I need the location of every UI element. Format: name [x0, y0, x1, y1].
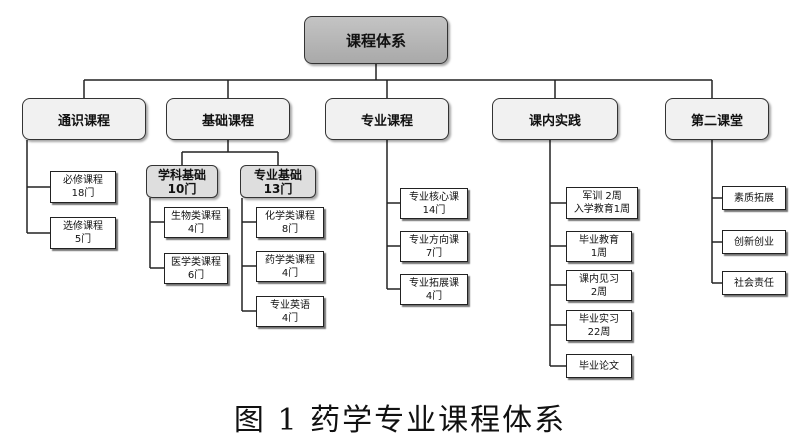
category-practice: 课内实践: [492, 98, 618, 140]
category-practice-label: 课内实践: [528, 113, 581, 129]
course-direction: 专业方向课 7门: [400, 231, 468, 262]
practice-military-training: 军训 2周 入学教育1周: [566, 187, 638, 219]
practice-observation-weeks: 2周: [590, 286, 608, 298]
course-pharmacy-name: 药学类课程: [265, 254, 315, 266]
course-medicine-count: 6门: [187, 269, 205, 281]
practice-grad-edu-name: 毕业教育: [579, 234, 619, 246]
subgroup-major-basics: 专业基础 13门: [240, 165, 316, 198]
course-core-name: 专业核心课: [409, 191, 459, 203]
course-biology-name: 生物类课程: [171, 210, 221, 222]
course-core: 专业核心课 14门: [400, 188, 468, 219]
category-second-label: 第二课堂: [690, 113, 743, 129]
practice-internship-name: 毕业实习: [579, 313, 619, 325]
category-general: 通识课程: [22, 98, 146, 140]
course-extension-count: 4门: [425, 290, 443, 302]
practice-observation-name: 课内见习: [579, 273, 619, 285]
practice-grad-edu-weeks: 1周: [590, 247, 608, 259]
practice-internship-weeks: 22周: [587, 326, 611, 338]
practice-observation: 课内见习 2周: [566, 270, 632, 301]
course-medicine-name: 医学类课程: [171, 256, 221, 268]
subgroup-subject-basics: 学科基础 10门: [146, 165, 218, 198]
course-medicine: 医学类课程 6门: [164, 253, 228, 284]
second-quality-expansion: 素质拓展: [722, 186, 786, 210]
category-second-classroom: 第二课堂: [665, 98, 769, 140]
course-english: 专业英语 4门: [256, 296, 324, 327]
course-direction-name: 专业方向课: [409, 234, 459, 246]
second-quality-name: 素质拓展: [734, 192, 774, 204]
second-innovation-name: 创新创业: [734, 236, 774, 248]
course-required: 必修课程 18门: [50, 171, 116, 203]
course-chemistry-count: 8门: [281, 223, 299, 235]
course-elective-name: 选修课程: [63, 221, 103, 232]
second-innovation: 创新创业: [722, 230, 786, 254]
category-major: 专业课程: [325, 98, 449, 140]
second-social-name: 社会责任: [734, 277, 774, 289]
figure-caption: 图 1 药学专业课程体系: [233, 403, 567, 438]
second-social-responsibility: 社会责任: [722, 271, 786, 295]
course-elective-count: 5门: [74, 234, 92, 245]
root-label: 课程体系: [345, 31, 406, 50]
course-elective: 选修课程 5门: [50, 217, 116, 249]
course-english-name: 专业英语: [270, 299, 310, 311]
practice-internship: 毕业实习 22周: [566, 310, 632, 341]
course-required-name: 必修课程: [63, 175, 103, 186]
course-biology: 生物类课程 4门: [164, 207, 228, 238]
course-required-count: 18门: [71, 188, 95, 199]
category-major-label: 专业课程: [360, 113, 413, 129]
category-foundation-label: 基础课程: [201, 113, 254, 129]
course-direction-count: 7门: [425, 247, 443, 259]
category-general-label: 通识课程: [57, 113, 110, 129]
subgroup-subject-label: 学科基础: [157, 167, 206, 182]
root-node: 课程体系: [304, 16, 448, 64]
course-english-count: 4门: [281, 312, 299, 324]
practice-thesis: 毕业论文: [566, 354, 632, 378]
subgroup-subject-count: 10门: [167, 181, 197, 196]
category-foundation: 基础课程: [166, 98, 290, 140]
course-core-count: 14门: [422, 204, 446, 216]
practice-military-line2: 入学教育1周: [573, 204, 631, 215]
course-pharmacy: 药学类课程 4门: [256, 251, 324, 282]
course-extension-name: 专业拓展课: [409, 277, 459, 289]
practice-thesis-name: 毕业论文: [579, 360, 619, 372]
subgroup-major-label: 专业基础: [253, 167, 302, 182]
course-extension: 专业拓展课 4门: [400, 274, 468, 305]
practice-military-line1: 军训 2周: [582, 191, 622, 202]
course-chemistry: 化学类课程 8门: [256, 207, 324, 238]
practice-graduation-education: 毕业教育 1周: [566, 231, 632, 262]
course-biology-count: 4门: [187, 223, 205, 235]
course-chemistry-name: 化学类课程: [265, 210, 315, 222]
course-pharmacy-count: 4门: [281, 267, 299, 279]
subgroup-major-count: 13门: [263, 181, 293, 196]
